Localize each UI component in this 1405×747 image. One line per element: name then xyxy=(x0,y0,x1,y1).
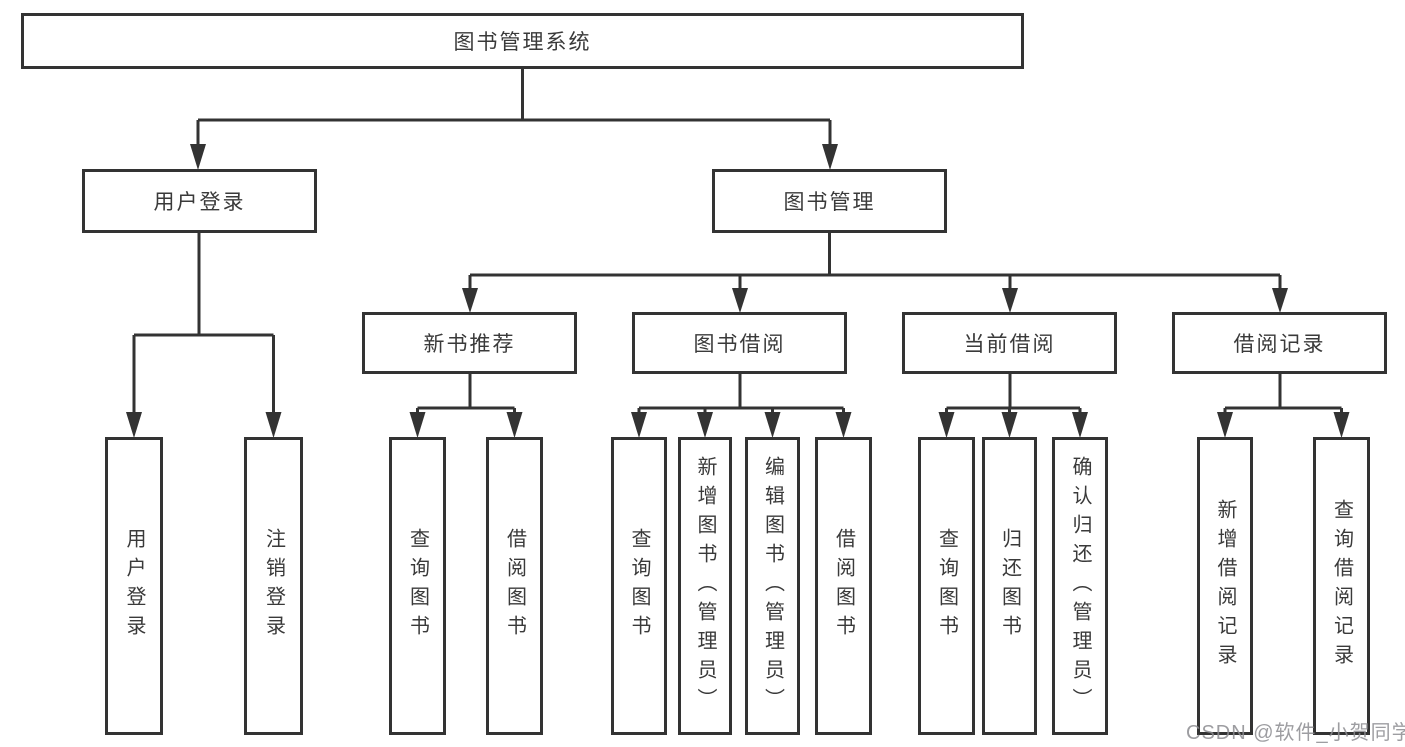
node-book-management: 图书管理 xyxy=(712,169,947,233)
leaf-return-book-label: 归还图书 xyxy=(998,528,1021,644)
leaf-borrow-query-label: 查询图书 xyxy=(628,528,650,644)
node-new-book-recommend-label: 新书推荐 xyxy=(423,333,516,356)
node-new-book-recommend: 新书推荐 xyxy=(362,312,577,374)
leaf-record-query-label: 查询借阅记录 xyxy=(1330,499,1353,673)
leaf-user-login: 用户登录 xyxy=(105,437,163,735)
leaf-borrow-book-label: 借阅图书 xyxy=(832,528,855,644)
node-borrow-record-label: 借阅记录 xyxy=(1233,333,1326,356)
watermark: CSDN @软件_小贺同学 xyxy=(1186,722,1405,744)
node-borrow-record: 借阅记录 xyxy=(1172,312,1387,374)
leaf-borrow-add-admin: 新增图书（管理员） xyxy=(678,437,732,735)
leaf-borrow-edit-admin: 编辑图书（管理员） xyxy=(745,437,800,735)
node-root-label: 图书管理系统 xyxy=(453,31,592,54)
leaf-newbook-query-label: 查询图书 xyxy=(406,528,429,644)
leaf-newbook-borrow: 借阅图书 xyxy=(486,437,543,735)
leaf-current-query-label: 查询图书 xyxy=(935,528,958,644)
leaf-confirm-return-admin: 确认归还（管理员） xyxy=(1052,437,1108,735)
node-book-borrow: 图书借阅 xyxy=(632,312,847,374)
leaf-return-book: 归还图书 xyxy=(982,437,1037,735)
leaf-record-add: 新增借阅记录 xyxy=(1197,437,1253,735)
node-user-login-label: 用户登录 xyxy=(153,191,246,214)
node-root: 图书管理系统 xyxy=(21,13,1024,69)
leaf-borrow-edit-admin-label: 编辑图书（管理员） xyxy=(761,455,784,717)
leaf-confirm-return-admin-label: 确认归还（管理员） xyxy=(1069,455,1091,717)
leaf-borrow-query: 查询图书 xyxy=(611,437,667,735)
node-user-login: 用户登录 xyxy=(82,169,317,233)
leaf-logout: 注销登录 xyxy=(244,437,303,735)
leaf-newbook-borrow-label: 借阅图书 xyxy=(503,528,526,644)
node-current-borrow: 当前借阅 xyxy=(902,312,1117,374)
node-book-management-label: 图书管理 xyxy=(783,191,876,214)
leaf-borrow-add-admin-label: 新增图书（管理员） xyxy=(694,455,716,717)
leaf-newbook-query: 查询图书 xyxy=(389,437,446,735)
leaf-logout-label: 注销登录 xyxy=(262,528,285,644)
leaf-record-query: 查询借阅记录 xyxy=(1313,437,1370,735)
leaf-borrow-book: 借阅图书 xyxy=(815,437,872,735)
leaf-current-query: 查询图书 xyxy=(918,437,975,735)
node-book-borrow-label: 图书借阅 xyxy=(693,333,786,356)
leaf-user-login-label: 用户登录 xyxy=(123,528,145,644)
leaf-record-add-label: 新增借阅记录 xyxy=(1214,499,1236,673)
node-current-borrow-label: 当前借阅 xyxy=(963,333,1056,356)
